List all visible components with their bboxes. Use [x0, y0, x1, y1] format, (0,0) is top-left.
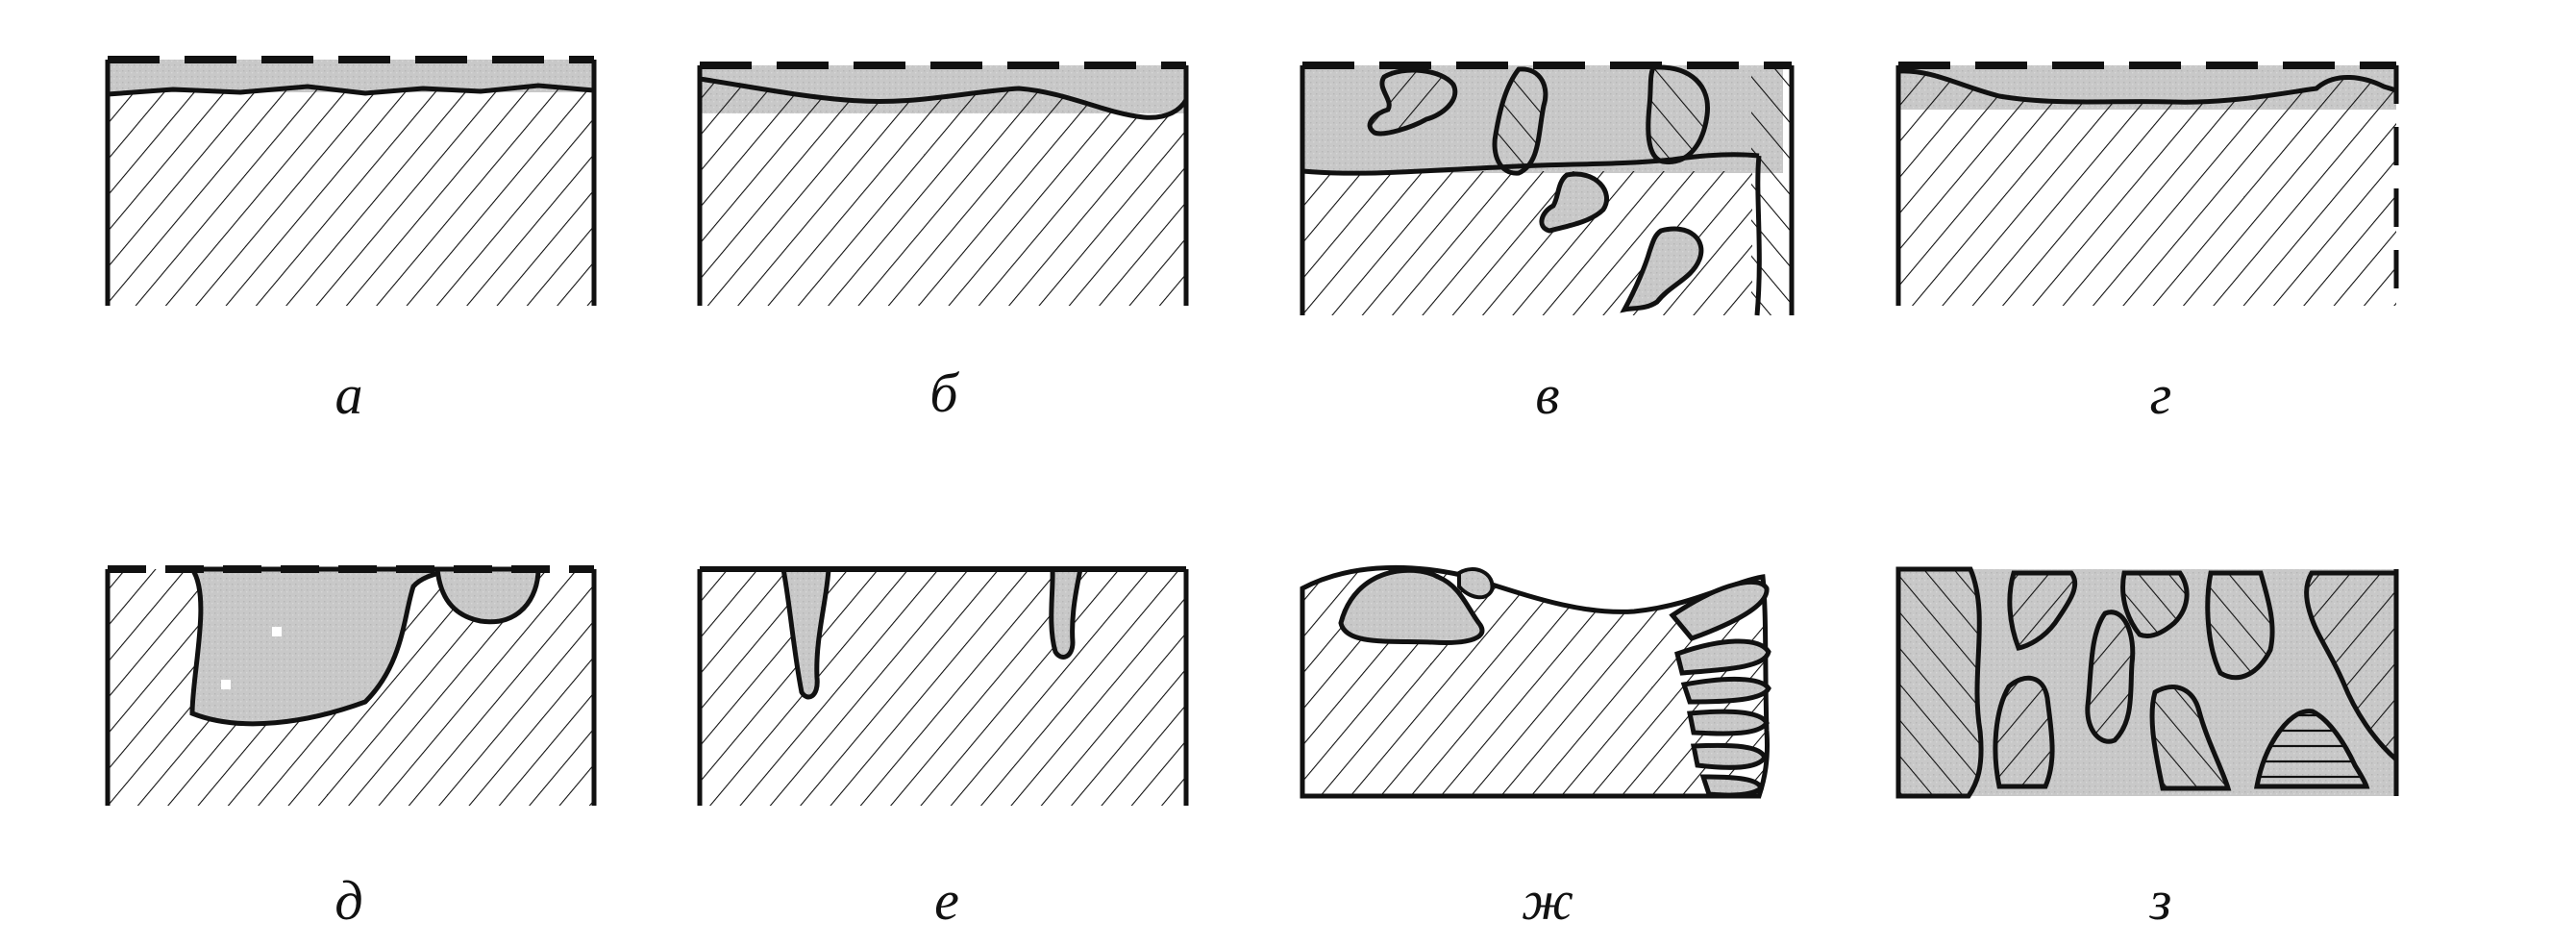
panel-label-v: в: [1535, 363, 1560, 426]
panel-b-uneven-corrosion: [697, 62, 1189, 306]
panel-label-z: з: [2149, 869, 2172, 932]
panel-a-uniform-corrosion: [105, 56, 597, 306]
panel-z-through-corrosion: [1895, 566, 2399, 799]
panel-e-pitting: [697, 566, 1189, 806]
panel-label-zh: ж: [1522, 869, 1573, 932]
panel-label-g: г: [2149, 363, 2172, 426]
panel-label-a: а: [334, 363, 363, 426]
panel-g-corrosion: [1895, 62, 2399, 306]
panel-label-b: б: [929, 361, 958, 424]
panel-label-d: д: [334, 869, 363, 932]
panel-v-selective-corrosion: [1300, 62, 1795, 316]
panel-label-e: е: [934, 869, 959, 932]
panel-d-spot-corrosion: [105, 565, 597, 806]
panel-zh-edge-corrosion: [1300, 564, 1771, 799]
